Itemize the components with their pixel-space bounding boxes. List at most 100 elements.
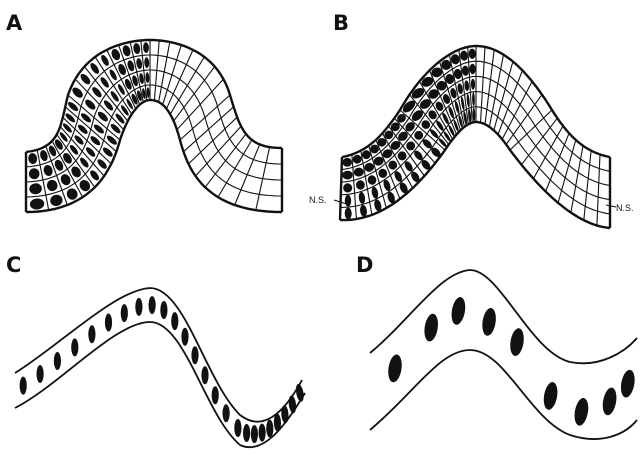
strain-ellipse bbox=[288, 395, 297, 414]
grid-cross-line bbox=[533, 126, 563, 179]
panel-d-lower-boundary bbox=[370, 350, 637, 439]
strain-ellipse bbox=[441, 112, 450, 125]
strain-ellipse bbox=[109, 90, 120, 103]
strain-ellipse bbox=[144, 57, 149, 68]
strain-ellipse bbox=[29, 198, 44, 210]
strain-ellipse bbox=[123, 78, 133, 91]
strain-ellipse bbox=[68, 144, 79, 156]
strain-ellipse bbox=[145, 72, 149, 83]
strain-ellipse bbox=[619, 369, 637, 399]
strain-ellipse bbox=[377, 168, 388, 179]
strain-ellipse bbox=[464, 80, 470, 91]
strain-ellipse bbox=[450, 296, 468, 326]
strain-ellipse bbox=[258, 424, 265, 442]
panel-a-fold bbox=[26, 40, 282, 212]
grid-cross-line bbox=[352, 154, 357, 219]
grid-cross-line bbox=[522, 118, 558, 165]
grid-cross-line bbox=[584, 151, 591, 221]
strain-ellipse bbox=[29, 183, 43, 195]
strain-ellipse bbox=[133, 43, 141, 55]
ns-label-right: N.S. bbox=[616, 203, 634, 213]
panel-c-layer bbox=[15, 288, 305, 447]
panel-b-fold: N.S. N.S. bbox=[309, 46, 634, 228]
strain-ellipse bbox=[73, 134, 85, 146]
strain-ellipse bbox=[251, 425, 258, 443]
strain-ellipse bbox=[20, 377, 27, 395]
strain-ellipse bbox=[114, 112, 126, 124]
panel-b-outline bbox=[340, 46, 610, 228]
strain-ellipse bbox=[160, 301, 167, 319]
strain-ellipse bbox=[143, 42, 149, 53]
strain-ellipse bbox=[28, 168, 40, 180]
strain-ellipse bbox=[64, 112, 76, 124]
ns-label-left: N.S. bbox=[309, 195, 327, 205]
strain-ellipse bbox=[243, 424, 250, 442]
strain-ellipse bbox=[212, 386, 219, 404]
strain-ellipse bbox=[28, 153, 38, 165]
strain-ellipse bbox=[358, 192, 366, 205]
panel-d-upper-boundary bbox=[370, 270, 637, 363]
strain-ellipse bbox=[295, 383, 305, 402]
strain-ellipse bbox=[234, 419, 241, 437]
strain-ellipse bbox=[471, 79, 476, 90]
strain-ellipse bbox=[542, 381, 560, 411]
strain-ellipse bbox=[423, 313, 440, 343]
strain-ellipse bbox=[121, 304, 128, 322]
panel-c-letter: C bbox=[6, 253, 21, 277]
fold-left-edge bbox=[340, 157, 342, 220]
strain-ellipse bbox=[472, 108, 475, 122]
strain-ellipse bbox=[54, 352, 61, 370]
strain-ellipse bbox=[191, 346, 198, 364]
strain-ellipse bbox=[353, 167, 364, 177]
strain-ellipse bbox=[36, 365, 43, 383]
strain-ellipse bbox=[149, 296, 156, 314]
grid-cross-line bbox=[558, 140, 576, 203]
strain-ellipse bbox=[120, 104, 130, 116]
strain-ellipse bbox=[223, 404, 230, 422]
strain-ellipse bbox=[367, 174, 377, 185]
strain-ellipse bbox=[472, 92, 475, 106]
strain-ellipse bbox=[460, 50, 469, 61]
strain-ellipse bbox=[136, 58, 143, 70]
strain-ellipse bbox=[266, 420, 273, 438]
strain-ellipse bbox=[435, 119, 445, 131]
panel-d-letter: D bbox=[356, 253, 373, 277]
strain-ellipse bbox=[342, 158, 352, 167]
strain-ellipse bbox=[58, 131, 69, 143]
strain-ellipse bbox=[181, 328, 188, 346]
panel-b-letter: B bbox=[333, 11, 349, 35]
panel-a-letter: A bbox=[6, 11, 23, 35]
strain-ellipse bbox=[201, 366, 208, 384]
strain-ellipse bbox=[345, 208, 352, 220]
strain-ellipse bbox=[61, 151, 73, 165]
strain-ellipse bbox=[49, 193, 64, 207]
strain-ellipse bbox=[135, 298, 142, 316]
strain-ellipse bbox=[371, 186, 380, 199]
strain-ellipse bbox=[601, 386, 619, 416]
strain-ellipse bbox=[100, 54, 111, 67]
strain-ellipse bbox=[71, 338, 78, 356]
strain-ellipse bbox=[105, 314, 112, 332]
strain-ellipse bbox=[62, 122, 74, 134]
panel-b-neutral-surface-left: N.S. bbox=[309, 195, 350, 205]
strain-ellipse bbox=[122, 44, 132, 57]
strain-ellipse bbox=[469, 49, 476, 60]
strain-ellipse bbox=[387, 354, 404, 384]
panel-d-layer bbox=[370, 270, 637, 439]
strain-ellipse bbox=[42, 164, 53, 177]
strain-ellipse bbox=[469, 64, 475, 75]
strain-ellipse bbox=[67, 101, 80, 113]
strain-ellipse bbox=[88, 325, 95, 343]
grid-cross-line bbox=[597, 154, 600, 225]
strain-ellipse bbox=[77, 123, 90, 135]
strain-ellipse bbox=[352, 154, 362, 164]
strain-ellipse bbox=[80, 112, 93, 124]
strain-ellipse bbox=[481, 307, 498, 337]
strain-ellipse bbox=[46, 179, 59, 193]
strain-ellipse bbox=[573, 397, 591, 427]
strain-ellipse bbox=[342, 171, 353, 180]
strain-ellipse bbox=[508, 327, 525, 357]
strain-ellipse bbox=[92, 123, 105, 135]
